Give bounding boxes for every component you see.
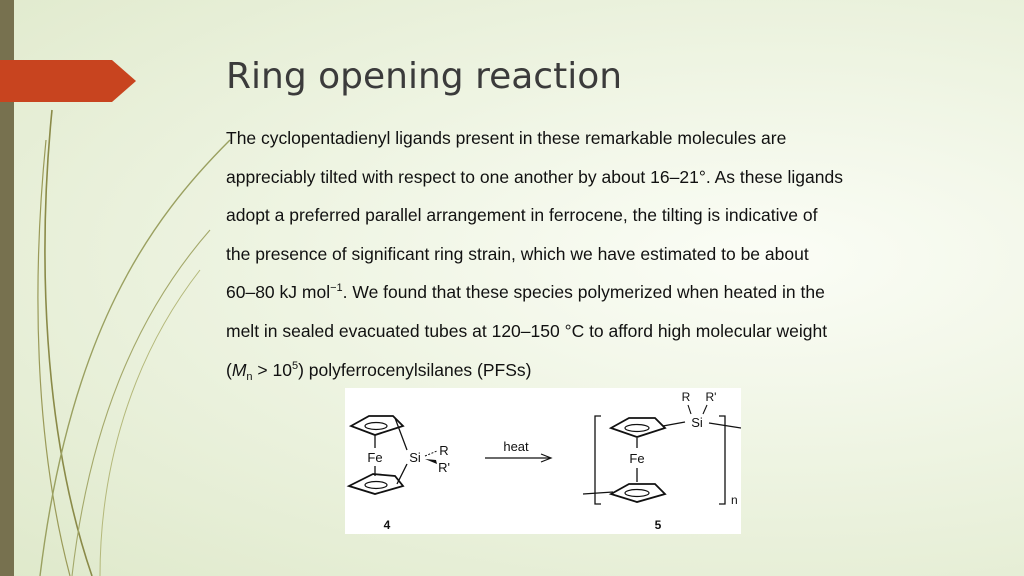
product-polymer: n Fe Si R R' 5 bbox=[582, 390, 742, 532]
product-r-prime-label: R' bbox=[706, 390, 717, 404]
italic-symbol: M bbox=[231, 359, 247, 380]
reactant-ferrocenophane: Fe Si R R' 4 bbox=[346, 415, 450, 532]
paragraph-text: ( bbox=[226, 359, 232, 380]
product-fe-label: Fe bbox=[629, 451, 644, 466]
paragraph-text: ) polyferrocenylsilanes (PFSs) bbox=[298, 359, 532, 380]
paragraph-line: melt in sealed evacuated tubes at 120–15… bbox=[226, 320, 828, 341]
product-compound-number: 5 bbox=[655, 518, 662, 532]
slide-title: Ring opening reaction bbox=[226, 56, 623, 97]
reactant-si-label: Si bbox=[409, 450, 421, 465]
product-r-label: R bbox=[682, 390, 691, 404]
body-paragraph: The cyclopentadienyl ligands present in … bbox=[226, 119, 966, 389]
reaction-scheme-figure: Fe Si R R' 4 heat n bbox=[345, 388, 742, 534]
paragraph-line: The cyclopentadienyl ligands present in … bbox=[226, 128, 787, 148]
reactant-fe-label: Fe bbox=[367, 450, 382, 465]
subscript: n bbox=[246, 370, 253, 383]
superscript: 5 bbox=[291, 359, 299, 372]
paragraph-line: (Mn > 105) polyferrocenylsilanes (PFSs) bbox=[226, 351, 966, 390]
paragraph-line: appreciably tilted with respect to one a… bbox=[226, 166, 843, 187]
paragraph-line: 60–80 kJ mol−1. We found that these spec… bbox=[226, 273, 966, 312]
paragraph-text: . We found that these species polymerize… bbox=[342, 282, 825, 303]
left-accent-bar bbox=[0, 0, 14, 576]
paragraph-text: 60–80 kJ mol bbox=[226, 282, 331, 303]
decorative-swooshes bbox=[37, 109, 231, 576]
product-repeat-subscript: n bbox=[731, 493, 738, 507]
paragraph-line: the presence of significant ring strain,… bbox=[226, 243, 809, 264]
reaction-arrow-label: heat bbox=[503, 439, 529, 454]
reaction-arrow: heat bbox=[485, 439, 553, 463]
superscript: −1 bbox=[330, 282, 343, 295]
product-si-label: Si bbox=[691, 415, 703, 430]
reactant-r-prime-label: R' bbox=[438, 460, 450, 475]
reaction-scheme-svg: Fe Si R R' 4 heat n bbox=[346, 390, 742, 532]
title-accent-arrow bbox=[0, 60, 136, 102]
reactant-compound-number: 4 bbox=[384, 518, 391, 532]
reactant-r-label: R bbox=[439, 443, 448, 458]
paragraph-line: adopt a preferred parallel arrangement i… bbox=[226, 205, 818, 226]
paragraph-text: > 10 bbox=[252, 359, 292, 380]
